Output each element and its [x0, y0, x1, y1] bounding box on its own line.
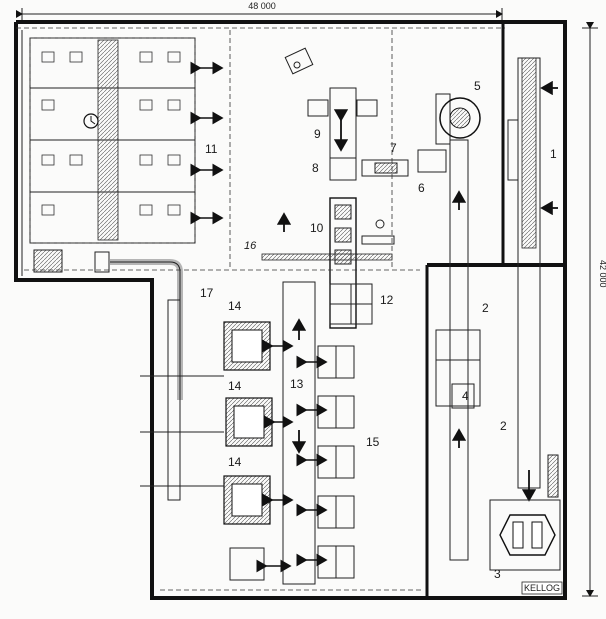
label-14b: 14: [228, 379, 242, 393]
kilns-14: 14 14 14: [140, 299, 294, 581]
dimension-height: 42 000: [582, 22, 606, 597]
main-conveyor: 4 2 2: [435, 139, 507, 561]
label-7: 7: [390, 141, 397, 155]
height-label: 42 000: [598, 260, 606, 288]
kilns-15: 15: [296, 345, 380, 579]
label-4: 4: [462, 389, 469, 403]
width-label: 48 000: [248, 1, 276, 11]
label-10: 10: [310, 221, 324, 235]
label-8: 8: [312, 161, 319, 175]
station-3: 3 KELLOG: [489, 499, 563, 595]
label-14c: 14: [228, 455, 242, 469]
rack-access-arrows: [190, 61, 224, 225]
label-1: 1: [550, 147, 557, 161]
label-6: 6: [418, 181, 425, 195]
label-3: 3: [494, 567, 501, 581]
label-12: 12: [380, 293, 394, 307]
label-9: 9: [314, 127, 321, 141]
label-17: 17: [200, 286, 214, 300]
label-5: 5: [474, 79, 481, 93]
corridor-13: 13: [282, 281, 316, 585]
machine-group-8-9-10: 9 8 10 12: [276, 47, 395, 329]
label-11: 11: [205, 142, 218, 156]
area-11-racks: 11: [29, 37, 218, 244]
label-16: 16: [244, 240, 257, 252]
label-2a: 2: [482, 301, 489, 315]
utility-block: 17: [33, 249, 214, 400]
label-13: 13: [290, 377, 304, 391]
conveyor-16: 16: [244, 240, 393, 261]
structural-grid: [24, 30, 420, 271]
label-15: 15: [366, 435, 380, 449]
label-2b: 2: [500, 419, 507, 433]
stamp: KELLOG: [524, 583, 560, 593]
machine-1: 1: [507, 57, 559, 502]
machine-group-5-6-7: 7 6 5: [361, 79, 481, 195]
label-14a: 14: [228, 299, 242, 313]
